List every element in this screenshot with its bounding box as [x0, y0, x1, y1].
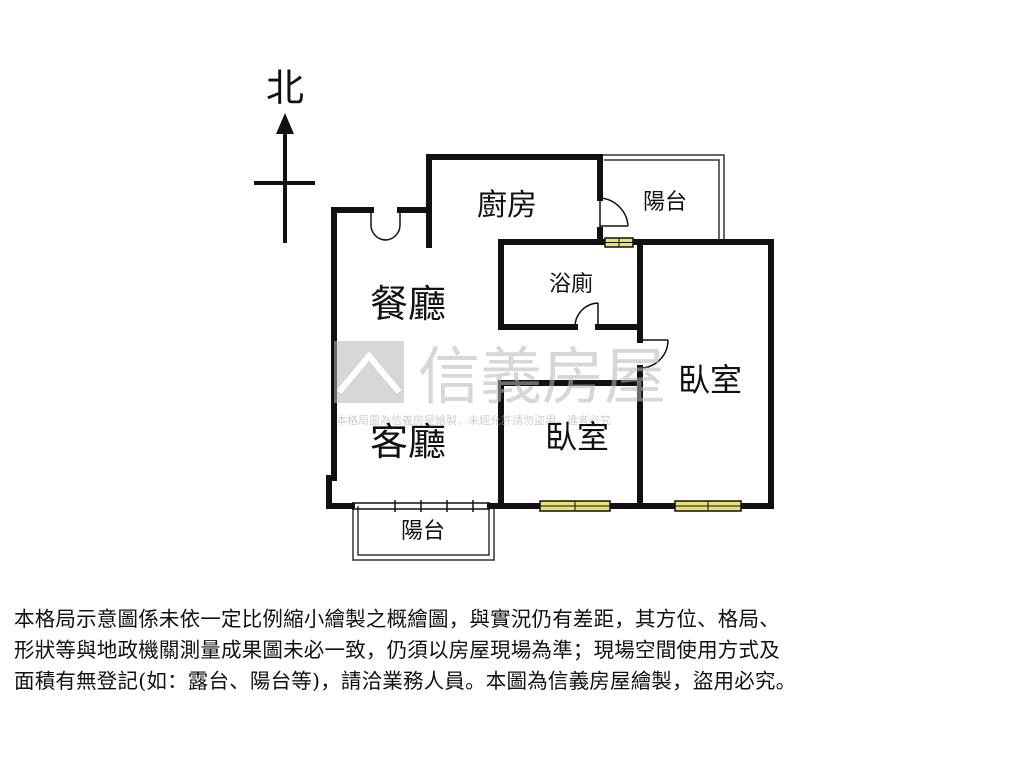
watermark: 信義房屋 本格局圖為信義房屋繪製，未經允許請勿盜用，違者必究	[334, 340, 666, 427]
door-swings	[370, 197, 669, 369]
watermark-notice: 本格局圖為信義房屋繪製，未經允許請勿盜用，違者必究	[336, 413, 611, 427]
room-label-balcony-bottom: 陽台	[401, 519, 445, 544]
room-label-kitchen: 廚房	[477, 188, 537, 223]
balcony-bottom-outline	[352, 506, 495, 561]
floor-plan: 北	[254, 66, 774, 561]
watermark-brand: 信義房屋	[418, 340, 666, 413]
sliding-door	[352, 500, 490, 512]
windows	[539, 237, 742, 512]
room-label-dining: 餐廳	[370, 282, 446, 326]
balcony-top-outline	[600, 154, 725, 242]
room-label-bedroom-right: 臥室	[678, 361, 742, 399]
room-label-balcony-top: 陽台	[643, 190, 687, 215]
north-arrow: 北	[254, 66, 315, 243]
north-label: 北	[266, 66, 304, 110]
watermark-logo	[334, 341, 404, 403]
disclaimer-text: 本格局示意圖係未依一定比例縮小繪製之概繪圖，與實況仍有差距，其方位、格局、 形狀…	[14, 607, 797, 693]
room-label-bathroom: 浴廁	[549, 272, 593, 297]
room-label-bedroom-small: 臥室	[545, 418, 609, 456]
room-label-living: 客廳	[370, 420, 446, 464]
